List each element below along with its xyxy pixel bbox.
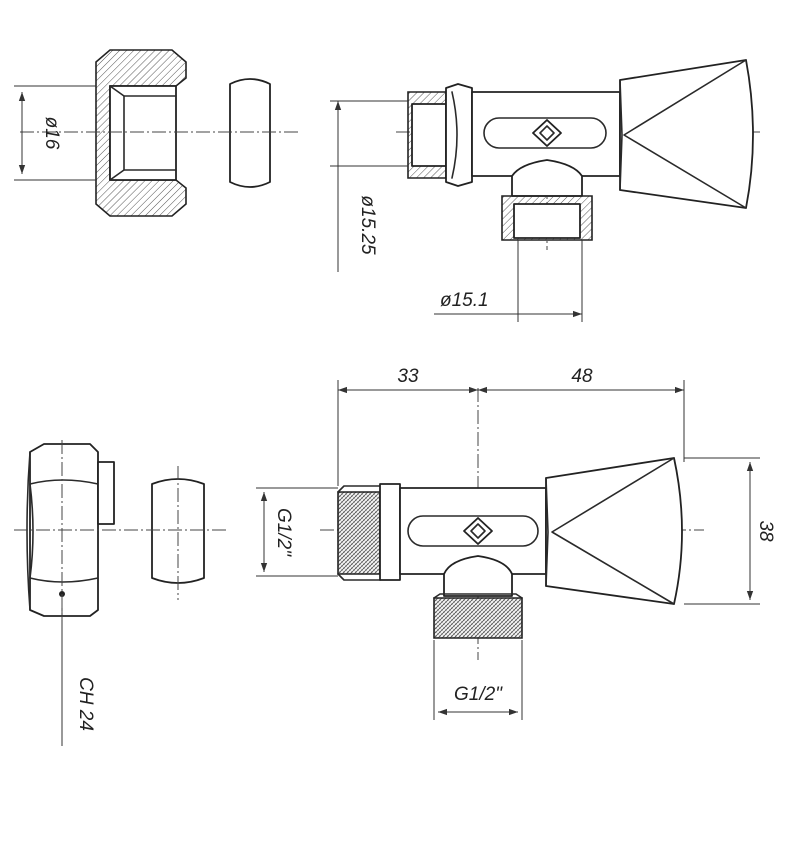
olive-ring-top — [229, 78, 271, 188]
label-d16: ø16 — [41, 117, 62, 150]
hex-nut-ch24: CH 24 — [26, 443, 115, 746]
dimension-d15-1: ø15.1 — [434, 240, 583, 322]
label-g12-outlet: G1/2" — [454, 684, 503, 705]
olive-ring-bottom — [151, 478, 205, 584]
label-g12-inlet: G1/2" — [273, 508, 294, 557]
dimension-33-48: 33 48 — [337, 366, 685, 486]
label-33: 33 — [397, 366, 419, 387]
angle-valve-bottom — [337, 457, 683, 639]
dimension-d15-25: ø15.25 — [330, 100, 408, 272]
dimension-38: 38 — [684, 457, 776, 605]
dimension-d16: ø16 — [14, 85, 96, 181]
label-d15-25: ø15.25 — [357, 195, 378, 255]
label-d15-1: ø15.1 — [440, 290, 489, 311]
label-48: 48 — [571, 366, 593, 387]
label-38: 38 — [755, 520, 776, 542]
compression-nut-section — [95, 49, 187, 217]
angle-valve-top — [407, 59, 754, 241]
dimension-g12-inlet: G1/2" — [256, 487, 338, 577]
dimension-g12-outlet: G1/2" — [433, 640, 523, 720]
label-ch24: CH 24 — [75, 677, 96, 731]
